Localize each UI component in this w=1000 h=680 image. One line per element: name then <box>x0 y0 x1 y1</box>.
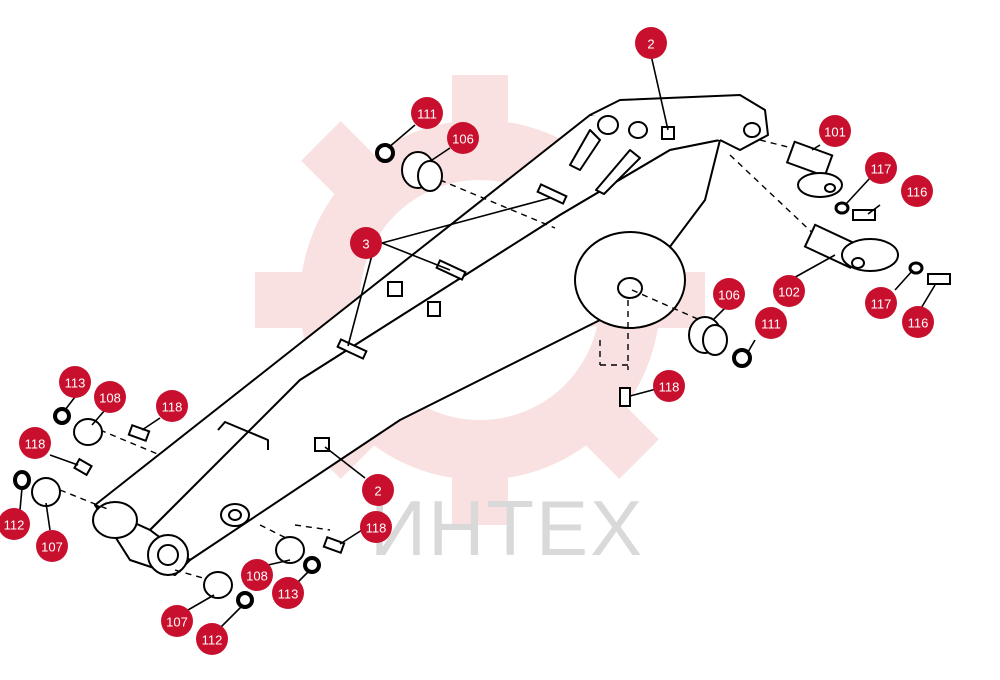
callout-circle <box>901 175 933 207</box>
callout-circle <box>94 381 126 413</box>
callout-circle <box>773 275 805 307</box>
callout-circle <box>865 152 897 184</box>
callout-circle <box>272 577 304 609</box>
boom-body <box>92 94 769 576</box>
watermark-text: ИНТЕХ <box>370 484 644 572</box>
callout-label: 107 <box>166 615 188 630</box>
callout-label: 101 <box>824 125 846 140</box>
callout-label: 116 <box>908 316 929 331</box>
callout-label: 118 <box>659 380 680 395</box>
callout-label: 118 <box>25 437 46 452</box>
parts <box>13 126 951 609</box>
callout-2: 2 <box>362 474 394 506</box>
callout-118: 118 <box>653 370 685 402</box>
callouts: 2 111 106 101 117 116 3 102 117 116 106 111 118 113 10… <box>0 27 934 655</box>
callout-107: 107 <box>36 530 68 562</box>
callout-circle <box>635 27 667 59</box>
callout-108: 108 <box>94 381 126 413</box>
callout-label: 107 <box>41 540 63 555</box>
callout-leaders <box>19 54 936 629</box>
callout-label: 111 <box>761 317 781 332</box>
callout-label: 117 <box>871 162 892 177</box>
callout-circle <box>0 508 30 540</box>
callout-label: 112 <box>202 633 223 648</box>
callout-113: 113 <box>272 577 304 609</box>
callout-circle <box>161 605 193 637</box>
callout-label: 108 <box>246 569 268 584</box>
callout-label: 118 <box>366 521 387 536</box>
callout-label: 117 <box>871 297 892 312</box>
callout-circle <box>350 227 382 259</box>
callout-118: 118 <box>360 511 392 543</box>
callout-3: 3 <box>350 227 382 259</box>
callout-116: 116 <box>902 306 934 338</box>
callout-circle <box>713 278 745 310</box>
callout-circle <box>865 287 897 319</box>
callout-111: 111 <box>755 307 787 339</box>
callout-label: 3 <box>362 237 369 252</box>
callout-118: 118 <box>19 427 51 459</box>
callout-circle <box>241 559 273 591</box>
callout-label: 112 <box>4 518 25 533</box>
callout-circle <box>360 511 392 543</box>
callout-106: 106 <box>447 122 479 154</box>
callout-112: 112 <box>0 508 30 540</box>
callout-118: 118 <box>156 390 188 422</box>
callout-label: 111 <box>417 107 437 122</box>
callout-116: 116 <box>901 175 933 207</box>
callout-circle <box>902 306 934 338</box>
callout-label: 113 <box>278 587 299 602</box>
callout-circle <box>36 530 68 562</box>
callout-circle <box>156 390 188 422</box>
callout-circle <box>411 97 443 129</box>
callout-circle <box>19 427 51 459</box>
callout-label: 2 <box>374 484 381 499</box>
callout-101: 101 <box>819 115 851 147</box>
callout-label: 102 <box>778 285 800 300</box>
callout-circle <box>59 366 91 398</box>
callout-label: 106 <box>718 288 740 303</box>
callout-circle <box>196 623 228 655</box>
callout-108: 108 <box>241 559 273 591</box>
callout-circle <box>755 307 787 339</box>
callout-circle <box>447 122 479 154</box>
callout-2: 2 <box>635 27 667 59</box>
callout-circle <box>819 115 851 147</box>
callout-label: 113 <box>65 376 86 391</box>
callout-117: 117 <box>865 152 897 184</box>
callout-label: 116 <box>907 185 928 200</box>
callout-113: 113 <box>59 366 91 398</box>
callout-label: 118 <box>162 400 183 415</box>
callout-circle <box>653 370 685 402</box>
callout-102: 102 <box>773 275 805 307</box>
assembly-lines <box>59 139 821 581</box>
callout-label: 106 <box>452 132 474 147</box>
callout-111: 111 <box>411 97 443 129</box>
callout-label: 108 <box>99 391 121 406</box>
callout-117: 117 <box>865 287 897 319</box>
callout-label: 2 <box>647 37 654 52</box>
callout-107: 107 <box>161 605 193 637</box>
callout-106: 106 <box>713 278 745 310</box>
callout-circle <box>362 474 394 506</box>
callout-112: 112 <box>196 623 228 655</box>
